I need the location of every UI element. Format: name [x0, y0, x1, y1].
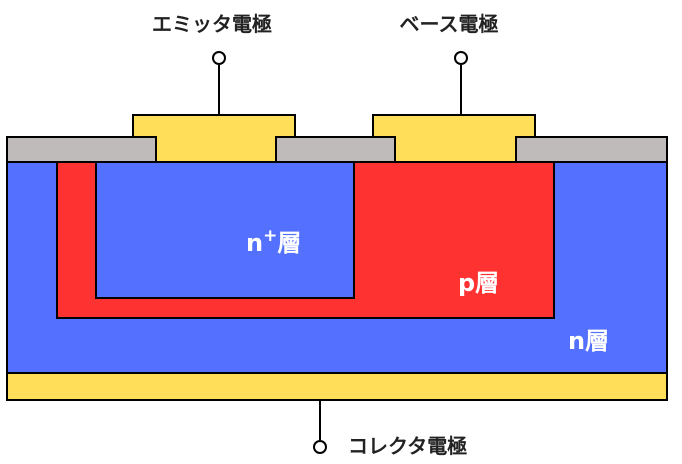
base-electrode-label: ベース電極	[400, 12, 499, 36]
collector-terminal-circle	[313, 440, 327, 454]
emitter-electrode-label: エミッタ電極	[152, 12, 272, 36]
n-plus-superscript: +	[263, 226, 277, 246]
p-layer-label: p層	[458, 269, 499, 297]
n-plus-suffix: 層	[277, 229, 301, 257]
n-layer-label: n層	[568, 327, 609, 355]
base-electrode-contact	[372, 114, 536, 163]
base-terminal-circle	[454, 51, 468, 65]
n-plus-layer-label: n+層	[246, 226, 301, 257]
oxide-layer-right	[515, 136, 668, 163]
emitter-terminal-circle	[212, 51, 226, 65]
collector-electrode-label: コレクタ電極	[348, 434, 467, 458]
emitter-electrode-contact	[132, 114, 296, 163]
oxide-layer-left	[6, 136, 157, 163]
oxide-layer-middle	[275, 136, 396, 163]
n-plus-base: n	[246, 229, 263, 257]
n-plus-layer-region	[95, 161, 355, 299]
collector-electrode-plate	[6, 372, 668, 401]
